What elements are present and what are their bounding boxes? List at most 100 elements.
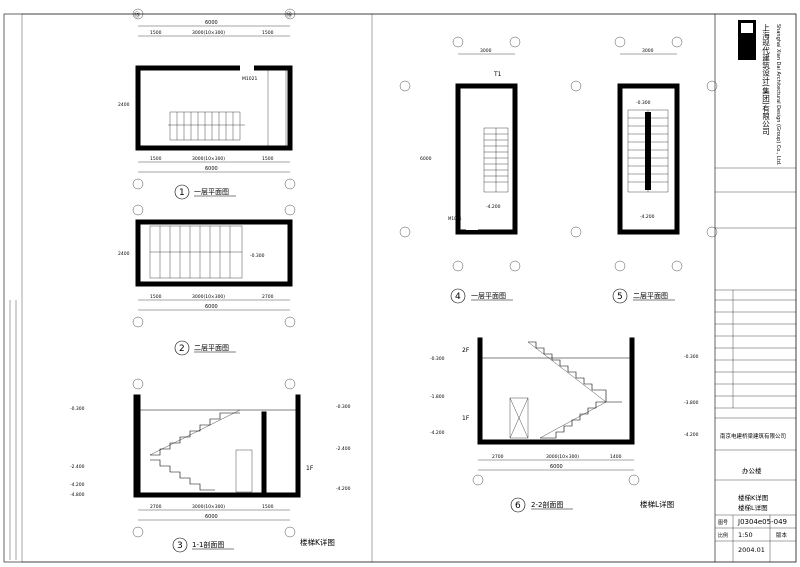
- elev-6a: -0.300: [430, 356, 445, 362]
- view-num-3: 3: [177, 541, 183, 551]
- group-label-l: 楼梯L详图: [640, 499, 674, 509]
- title-block: 上海现代建筑设计(集团)有限公司 Shanghai Xian Dai Archi…: [715, 20, 796, 562]
- company-name-en: Shanghai Xian Dai Architectural Design (…: [775, 24, 781, 166]
- dim-total: 6000: [205, 304, 218, 310]
- view-title-3: 1-1剖面图: [192, 540, 224, 549]
- view-6-section: -0.300 -1.800 -4.200 -0.300 -3.800 -4.20…: [430, 337, 699, 513]
- elev-2: -0.300: [250, 253, 265, 259]
- view-title-6: 2-2剖面图: [531, 500, 563, 509]
- floor-1f-6: 1F: [462, 415, 470, 422]
- dim-seg: 2700: [262, 294, 274, 300]
- axis-15-top: ⑮: [134, 11, 140, 19]
- drawing-no-label: 图号: [718, 520, 728, 526]
- stair-flight-3: [149, 409, 241, 491]
- view-badge-1: [174, 184, 190, 200]
- elev-3b: -2.400: [70, 464, 85, 470]
- dim-seg: 3000(10×300): [192, 30, 225, 36]
- side-dim-2: 2400: [118, 251, 130, 257]
- view-badge-4: [450, 288, 466, 304]
- stair-flight-6: [527, 341, 622, 439]
- dim-total-1: 6000: [205, 20, 218, 26]
- view-title-2: 二层平面图: [194, 344, 229, 352]
- dim-seg: 1500: [150, 294, 162, 300]
- door-label-1: M1021: [242, 76, 257, 82]
- side-dim-4: 6000: [420, 156, 432, 162]
- view-title-4: 一层平面图: [471, 292, 506, 300]
- elev-5a: -0.300: [636, 100, 651, 106]
- dim-seg: 1500: [150, 156, 162, 162]
- dim-seg: 3000(10×300): [546, 454, 579, 460]
- view-3-section: -0.300 -2.400 -4.200 -4.800 -0.300 -2.40…: [70, 378, 351, 553]
- dim-seg: 2700: [492, 454, 504, 460]
- view-5-plan: 3000 -0.300 -4.200 5 二层平面图: [570, 36, 718, 304]
- dim-total: 3000: [480, 48, 492, 54]
- dim-total: 6000: [550, 464, 563, 470]
- dim-seg: 1500: [262, 156, 274, 162]
- view-1-plan: ⑮ ⑯ 6000 1500 3000(10×300) 1500 M1: [118, 8, 296, 200]
- sheet-name-1: 楼梯K详图: [738, 493, 768, 502]
- view-title-1: 一层平面图: [194, 188, 229, 196]
- stair-treads-4: [483, 127, 509, 193]
- scale-label: 比例: [718, 532, 728, 539]
- elev-5b: -4.200: [640, 214, 655, 220]
- dim-total: 3000: [642, 48, 654, 54]
- dim-seg: 1400: [610, 454, 622, 460]
- elev-6b: -1.800: [430, 394, 445, 400]
- version-label: 版本: [776, 531, 788, 539]
- elev-3d: -4.800: [70, 492, 85, 498]
- project-name: 办公楼: [742, 466, 762, 475]
- group-label-k: 楼梯K详图: [300, 537, 335, 547]
- floor-1f-3: 1F: [306, 465, 314, 472]
- dim-total: 6000: [205, 166, 218, 172]
- view-badge-5: [612, 288, 628, 304]
- inner-frame: [21, 13, 797, 563]
- view-num-5: 5: [617, 292, 623, 302]
- sheet-name-2: 楼梯L详图: [738, 503, 768, 512]
- view-badge-2: [174, 340, 190, 356]
- view-2-plan: -0.300 2400 1500 3000(10×300) 2700 6000 …: [118, 204, 296, 356]
- stair-treads-1: [168, 111, 245, 141]
- elev-6e: -3.800: [684, 400, 699, 406]
- elev-6c: -4.200: [430, 430, 445, 436]
- dim-total: 6000: [205, 514, 218, 520]
- elev-6f: -4.200: [684, 432, 699, 438]
- date-value: 2004.01: [738, 546, 765, 554]
- drawing-number: J0304e05-049: [737, 518, 787, 526]
- elev-3a: -0.300: [70, 406, 85, 412]
- dim-seg: 1500: [150, 30, 162, 36]
- door-section-6: [509, 397, 529, 439]
- section-mark-t1: T1: [493, 71, 502, 78]
- view-badge-6: [510, 497, 526, 513]
- view-num-2: 2: [179, 344, 185, 354]
- side-dim-1: 2400: [118, 102, 130, 108]
- elev-3e: -0.300: [336, 404, 351, 410]
- door-section-3: [235, 449, 253, 493]
- dim-seg: 2700: [150, 504, 162, 510]
- scale-value: 1:50: [738, 531, 753, 539]
- dim-seg: 1500: [262, 504, 274, 510]
- company-name-cn: 上海现代建筑设计(集团)有限公司: [761, 24, 770, 135]
- dim-seg: 3000(10×300): [192, 294, 225, 300]
- floor-2f-6: 2F: [462, 347, 470, 354]
- view-title-5: 二层平面图: [633, 292, 668, 300]
- elev-3c: -4.200: [70, 482, 85, 488]
- view-badge-3: [172, 537, 188, 553]
- elev-3f: -2.400: [336, 446, 351, 452]
- stair-treads-2: [149, 225, 243, 279]
- dim-seg: 3000(10×300): [192, 156, 225, 162]
- elev-3g: -4.200: [336, 486, 351, 492]
- dim-seg: 3000(10×300): [192, 504, 225, 510]
- view-4-plan: 3000 T1 -4.200 M1021 6000 4 一层平面图: [399, 36, 521, 304]
- view-num-1: 1: [179, 188, 185, 198]
- view-num-6: 6: [515, 501, 521, 511]
- elev-4: -4.200: [486, 204, 501, 210]
- axis-16-top: ⑯: [286, 11, 292, 19]
- signature-rows: [715, 290, 796, 409]
- dim-seg: 1500: [262, 30, 274, 36]
- door-label-4: M1021: [448, 216, 462, 221]
- elev-6d: -0.300: [684, 354, 699, 360]
- stair-treads-5: [627, 109, 669, 193]
- client-name: 南京电建桥梁建筑有限公司: [720, 432, 786, 440]
- view-num-4: 4: [455, 292, 461, 302]
